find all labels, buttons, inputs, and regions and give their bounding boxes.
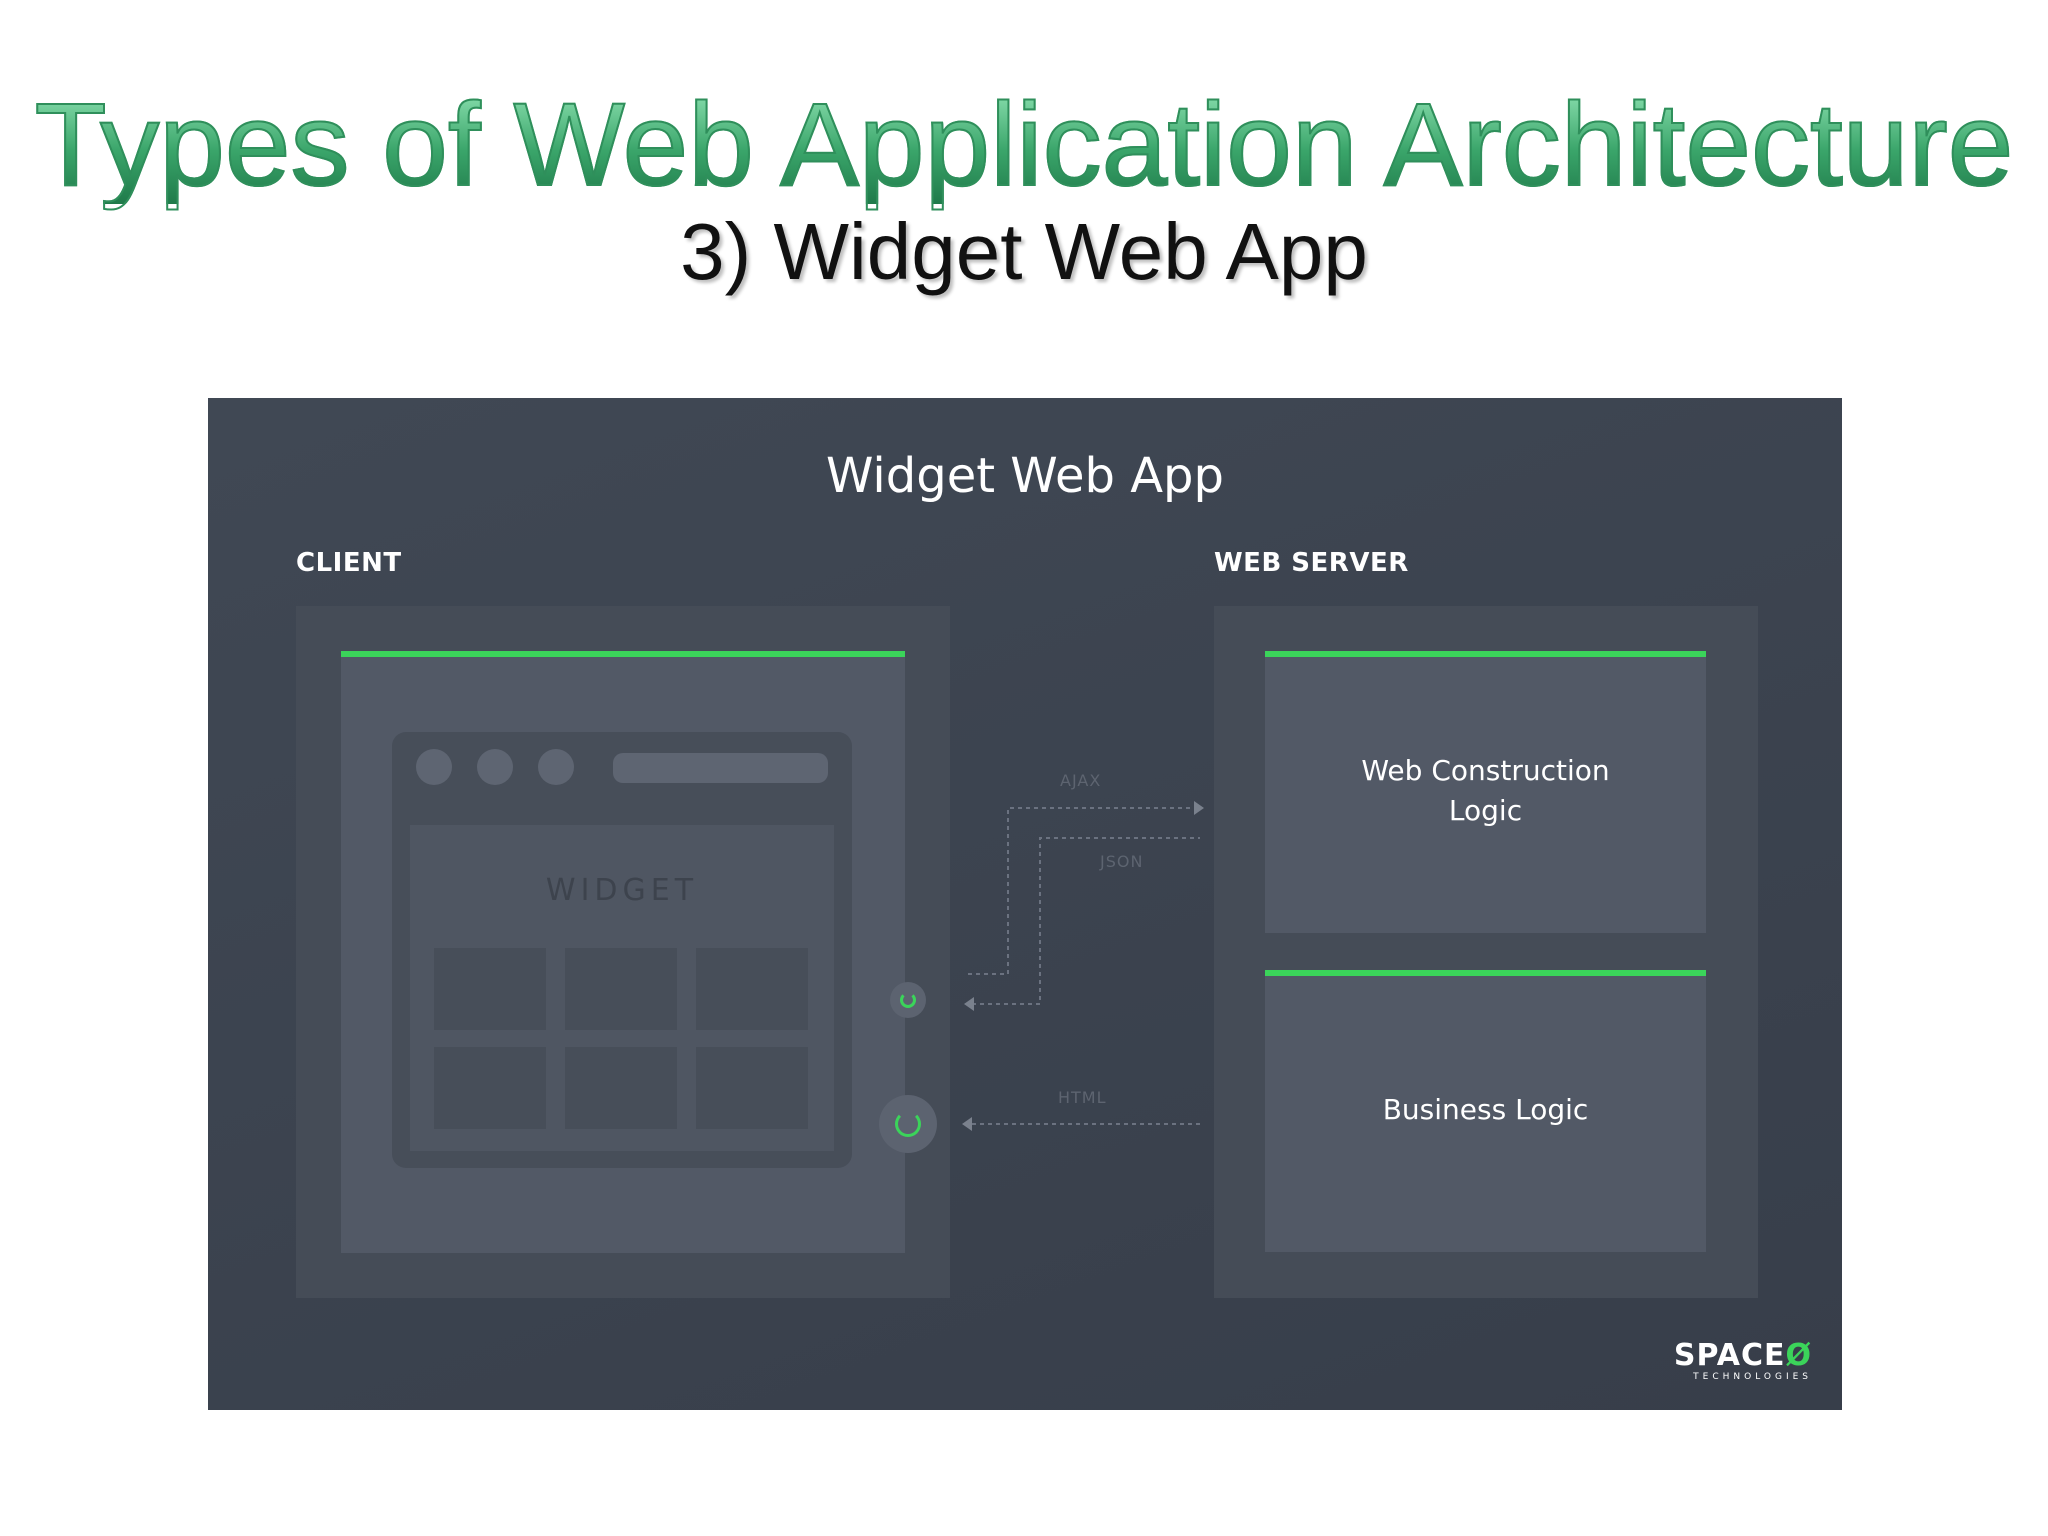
- browser-dot: [477, 749, 513, 785]
- json-label: JSON: [1100, 852, 1144, 871]
- ajax-arrow-line: [968, 807, 1196, 975]
- browser-dot: [416, 749, 452, 785]
- box-label-line: Web Construction: [1361, 754, 1610, 787]
- server-accent-bar: [1265, 651, 1706, 657]
- arrow-head: [962, 1117, 972, 1131]
- widget-cell: [696, 948, 808, 1030]
- widget-area: WIDGET: [410, 825, 834, 1151]
- arrow-head: [964, 997, 974, 1011]
- refresh-ring: [900, 992, 916, 1008]
- brand-name: SPACE: [1673, 1338, 1786, 1373]
- web-construction-logic-label: Web Construction Logic: [1265, 751, 1706, 831]
- box-label-line: Logic: [1448, 794, 1523, 827]
- html-label: HTML: [1058, 1088, 1107, 1107]
- arrow-head: [1194, 801, 1204, 815]
- architecture-diagram: Widget Web App CLIENT WEB SERVER WIDGET: [208, 398, 1842, 1410]
- client-label: CLIENT: [296, 548, 402, 578]
- business-logic-label: Business Logic: [1382, 1093, 1589, 1126]
- web-server-panel: Web Construction Logic Business Logic: [1214, 606, 1758, 1298]
- refresh-icon: [879, 1095, 937, 1153]
- client-screen: WIDGET: [341, 651, 905, 1253]
- server-accent-bar: [1265, 970, 1706, 976]
- browser-dot: [538, 749, 574, 785]
- browser-address-bar: [613, 753, 828, 783]
- business-logic-box: Business Logic: [1265, 970, 1706, 1252]
- diagram-title: Widget Web App: [826, 448, 1224, 504]
- client-panel: WIDGET: [296, 606, 950, 1298]
- connection-arrows: [962, 801, 1204, 1131]
- web-construction-logic-box: Web Construction Logic: [1265, 651, 1706, 933]
- ajax-label: AJAX: [1060, 771, 1102, 790]
- refresh-ring: [895, 1111, 921, 1137]
- widget-cell: [696, 1047, 808, 1129]
- json-arrow-line: [972, 837, 1200, 1005]
- widget-cell: [434, 948, 546, 1030]
- widget-cell: [565, 1047, 677, 1129]
- widget-cell: [565, 948, 677, 1030]
- brand-logo: SPACEØ TECHNOLOGIES: [1674, 1341, 1812, 1382]
- client-accent-bar: [341, 651, 905, 657]
- web-server-label: WEB SERVER: [1214, 548, 1409, 578]
- slide-title: Types of Web Application Architecture: [0, 85, 2048, 205]
- slide-subtitle: 3) Widget Web App: [680, 207, 1368, 296]
- widget-label: WIDGET: [545, 873, 699, 908]
- brand-mark: Ø: [1785, 1338, 1812, 1373]
- refresh-icon: [890, 982, 926, 1018]
- browser-window: WIDGET: [392, 732, 852, 1168]
- brand-tagline: TECHNOLOGIES: [1693, 1372, 1812, 1382]
- widget-cell: [434, 1047, 546, 1129]
